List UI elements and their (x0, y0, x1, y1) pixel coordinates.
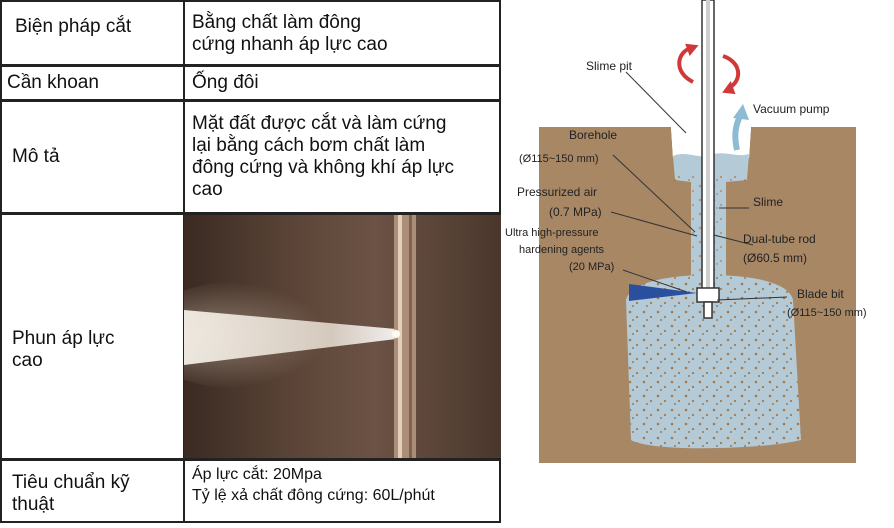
label-dual-tube-dim: (Ø60.5 mm) (743, 251, 807, 265)
row-label-high-pressure-jet: Phun áp lực cao (12, 328, 115, 372)
label-blade-bit: Blade bit (797, 287, 844, 301)
jet-photo-illustration (184, 215, 416, 458)
label-blade-bit-dim: (Ø115~150 mm) (787, 307, 867, 319)
diagram-svg: Slime pit Vacuum pump Borehole (Ø115~150… (505, 0, 867, 463)
value-line: Mặt đất được cắt và làm cứng (192, 113, 447, 134)
row-value-drill-rod: Ống đôi (192, 72, 259, 93)
table-border-bottom (0, 521, 501, 523)
label-slime: Slime (753, 195, 783, 209)
value-line: cứng nhanh áp lực cao (192, 34, 388, 55)
table-row-divider (0, 99, 501, 102)
label-hardening-agents: hardening agents (519, 244, 605, 256)
leader-lines (610, 71, 788, 301)
row-label-cutting-method: Biện pháp cắt (15, 16, 132, 37)
table-row-divider (0, 458, 501, 461)
grouted-column-dots (626, 275, 801, 449)
value-line: lại bằng cách bơm chất làm (192, 135, 426, 156)
label-line: Phun áp lực (12, 328, 115, 349)
table-row-divider (0, 64, 501, 67)
label-line: thuật (12, 494, 55, 515)
table-border-top (0, 0, 501, 2)
row-label-specification: Tiêu chuẩn kỹ thuật (12, 472, 130, 516)
label-line: Tiêu chuẩn kỹ (12, 472, 130, 493)
dual-tube-inner (706, 0, 710, 296)
row-value-cutting-method: Bằng chất làm đông cứng nhanh áp lực cao (192, 12, 388, 56)
label-ultra-value: (20 MPa) (569, 261, 614, 273)
row-value-specification: Áp lực cắt: 20Mpa Tỷ lệ xả chất đông cứn… (192, 464, 435, 506)
jet-photo (184, 215, 501, 458)
label-line: cao (12, 350, 43, 371)
blade-bit (696, 287, 720, 303)
label-pressurized-air-value: (0.7 MPa) (549, 205, 602, 219)
label-ultra-pressure: Ultra high-pressure (505, 227, 599, 239)
row-value-description: Mặt đất được cắt và làm cứng lại bằng cá… (192, 113, 454, 201)
value-line: đông cứng và không khí áp lực (192, 157, 455, 178)
value-line: cao (192, 179, 223, 200)
table-row-divider (0, 212, 501, 215)
label-vacuum-pump: Vacuum pump (753, 102, 830, 116)
label-slime-pit: Slime pit (586, 59, 633, 73)
row-label-description: Mô tả (12, 146, 60, 167)
value-line: Áp lực cắt: 20Mpa (192, 466, 322, 483)
value-line: Tỷ lệ xả chất đông cứng: 60L/phút (192, 487, 435, 504)
jet-stream (629, 284, 697, 301)
label-dual-tube: Dual-tube rod (743, 232, 816, 246)
row-label-drill-rod: Cần khoan (7, 72, 99, 93)
jet-grouting-diagram: Slime pit Vacuum pump Borehole (Ø115~150… (501, 0, 894, 523)
label-borehole-dim: (Ø115~150 mm) (519, 153, 599, 165)
table-border-left (0, 0, 2, 523)
label-pressurized-air: Pressurized air (517, 185, 597, 199)
spec-table: Biện pháp cắt Bằng chất làm đông cứng nh… (0, 0, 501, 523)
blade-bit-tip (703, 301, 713, 319)
label-borehole: Borehole (569, 128, 617, 142)
value-line: Bằng chất làm đông (192, 12, 362, 33)
